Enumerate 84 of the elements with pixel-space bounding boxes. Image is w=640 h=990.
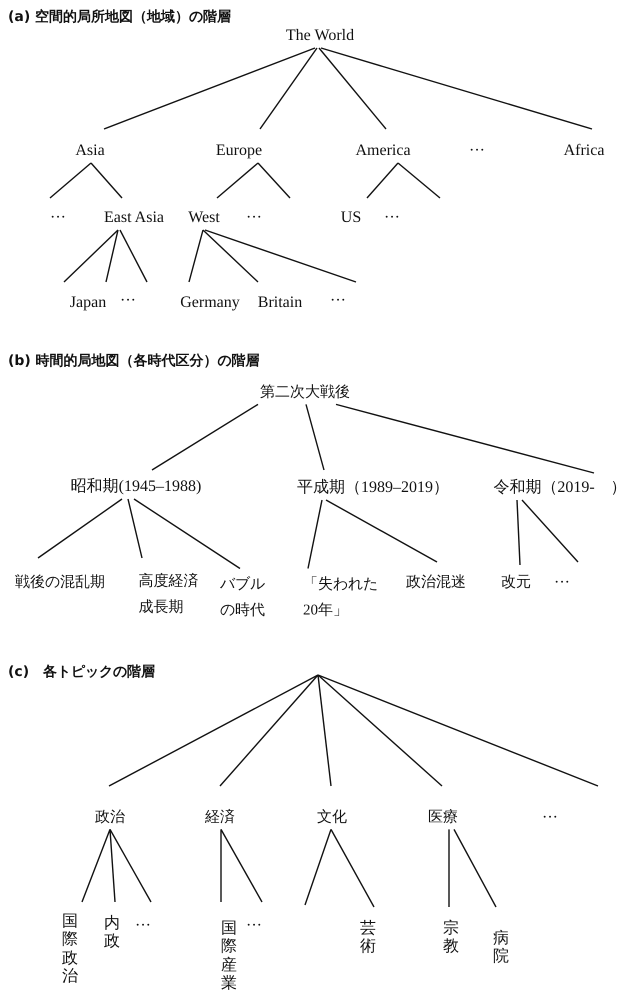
node-label: ···	[384, 208, 400, 228]
node-label: Japan	[70, 293, 106, 313]
tree-line	[453, 829, 497, 908]
tree-line	[202, 230, 258, 282]
node-label: ···	[246, 916, 262, 936]
tree-line	[38, 498, 122, 559]
node-label: 平成期（1989–2019）	[297, 478, 449, 498]
node-label: ···	[50, 208, 66, 228]
tree-line	[326, 499, 438, 563]
node-label: 病院	[493, 930, 509, 967]
node-label: US	[340, 208, 362, 228]
tree-line	[220, 829, 263, 902]
node-label: 芸術	[360, 920, 376, 957]
tree-line	[307, 500, 323, 569]
tree-line	[108, 674, 318, 787]
tree-line	[119, 230, 148, 282]
node-label: 医療	[428, 808, 458, 828]
node-label: America	[355, 141, 411, 161]
node-label: 高度経済成長期	[138, 570, 202, 620]
node-label: 戦後の混乱期	[15, 574, 105, 592]
node-label: 政治	[95, 808, 125, 828]
node-label: 経済	[205, 808, 235, 828]
tree-line	[317, 674, 332, 786]
node-label: 内政	[104, 915, 120, 952]
tree-line	[127, 498, 143, 558]
tree-line	[50, 162, 92, 199]
node-label: ···	[120, 291, 136, 311]
node-label: ···	[554, 573, 570, 593]
node-label: ···	[135, 916, 151, 936]
tree-line	[304, 829, 332, 906]
tree-line	[64, 230, 118, 282]
tree-line	[90, 162, 123, 198]
tree-line	[109, 829, 116, 902]
tree-line	[109, 829, 152, 902]
tree-line	[318, 48, 387, 130]
tree-line	[257, 162, 291, 198]
node-label: ···	[330, 291, 346, 311]
tree-line	[259, 48, 318, 130]
node-label: 第二次大戦後	[260, 384, 350, 402]
node-label: Germany	[180, 293, 240, 313]
tree-line	[152, 404, 258, 471]
node-label: Britain	[258, 293, 302, 313]
tree-line	[336, 404, 594, 474]
node-label: 宗教	[443, 920, 459, 957]
tree-line	[134, 498, 240, 570]
tree-line	[320, 47, 592, 130]
node-label: The World	[286, 26, 354, 46]
node-label: 文化	[317, 808, 347, 828]
node-label: 政治混迷	[406, 574, 466, 592]
tree-line	[105, 230, 119, 282]
tree-line	[305, 404, 325, 470]
tree-line	[318, 674, 598, 787]
node-label: ···	[246, 208, 262, 228]
node-label: 令和期（2019- ）	[493, 478, 627, 498]
section-heading: (b) 時間的局地図（各時代区分）の階層	[8, 352, 260, 370]
tree-line	[188, 230, 204, 282]
node-label: Asia	[75, 141, 105, 161]
tree-line	[398, 162, 440, 199]
node-label: バブルの時代	[220, 572, 268, 624]
tree-line	[216, 162, 258, 199]
node-label: ···	[542, 808, 558, 828]
tree-line	[81, 829, 111, 902]
node-label: 国際産業	[221, 920, 237, 990]
node-label: 国際政治	[62, 913, 78, 987]
node-label: 昭和期(1945–1988)	[70, 477, 202, 497]
tree-line	[318, 674, 442, 787]
section-heading: (c) 各トピックの階層	[8, 663, 156, 681]
node-label: 改元	[501, 574, 531, 592]
tree-line	[521, 500, 579, 562]
tree-line	[220, 829, 222, 902]
node-label: Africa	[564, 141, 604, 161]
node-label: West	[188, 208, 220, 228]
tree-line	[104, 47, 316, 130]
ellipsis-text: ···	[469, 141, 485, 161]
tree-line	[366, 162, 399, 198]
node-label: 「失われた20年」	[303, 572, 381, 624]
tree-line	[516, 500, 521, 566]
tree-line	[330, 829, 375, 908]
tree-line	[448, 829, 450, 907]
tree-line	[204, 229, 356, 283]
tree-line	[219, 674, 319, 786]
node-label: Europe	[216, 141, 262, 161]
node-label: East Asia	[104, 208, 164, 228]
section-heading: (a) 空間的局所地図（地域）の階層	[8, 8, 232, 26]
